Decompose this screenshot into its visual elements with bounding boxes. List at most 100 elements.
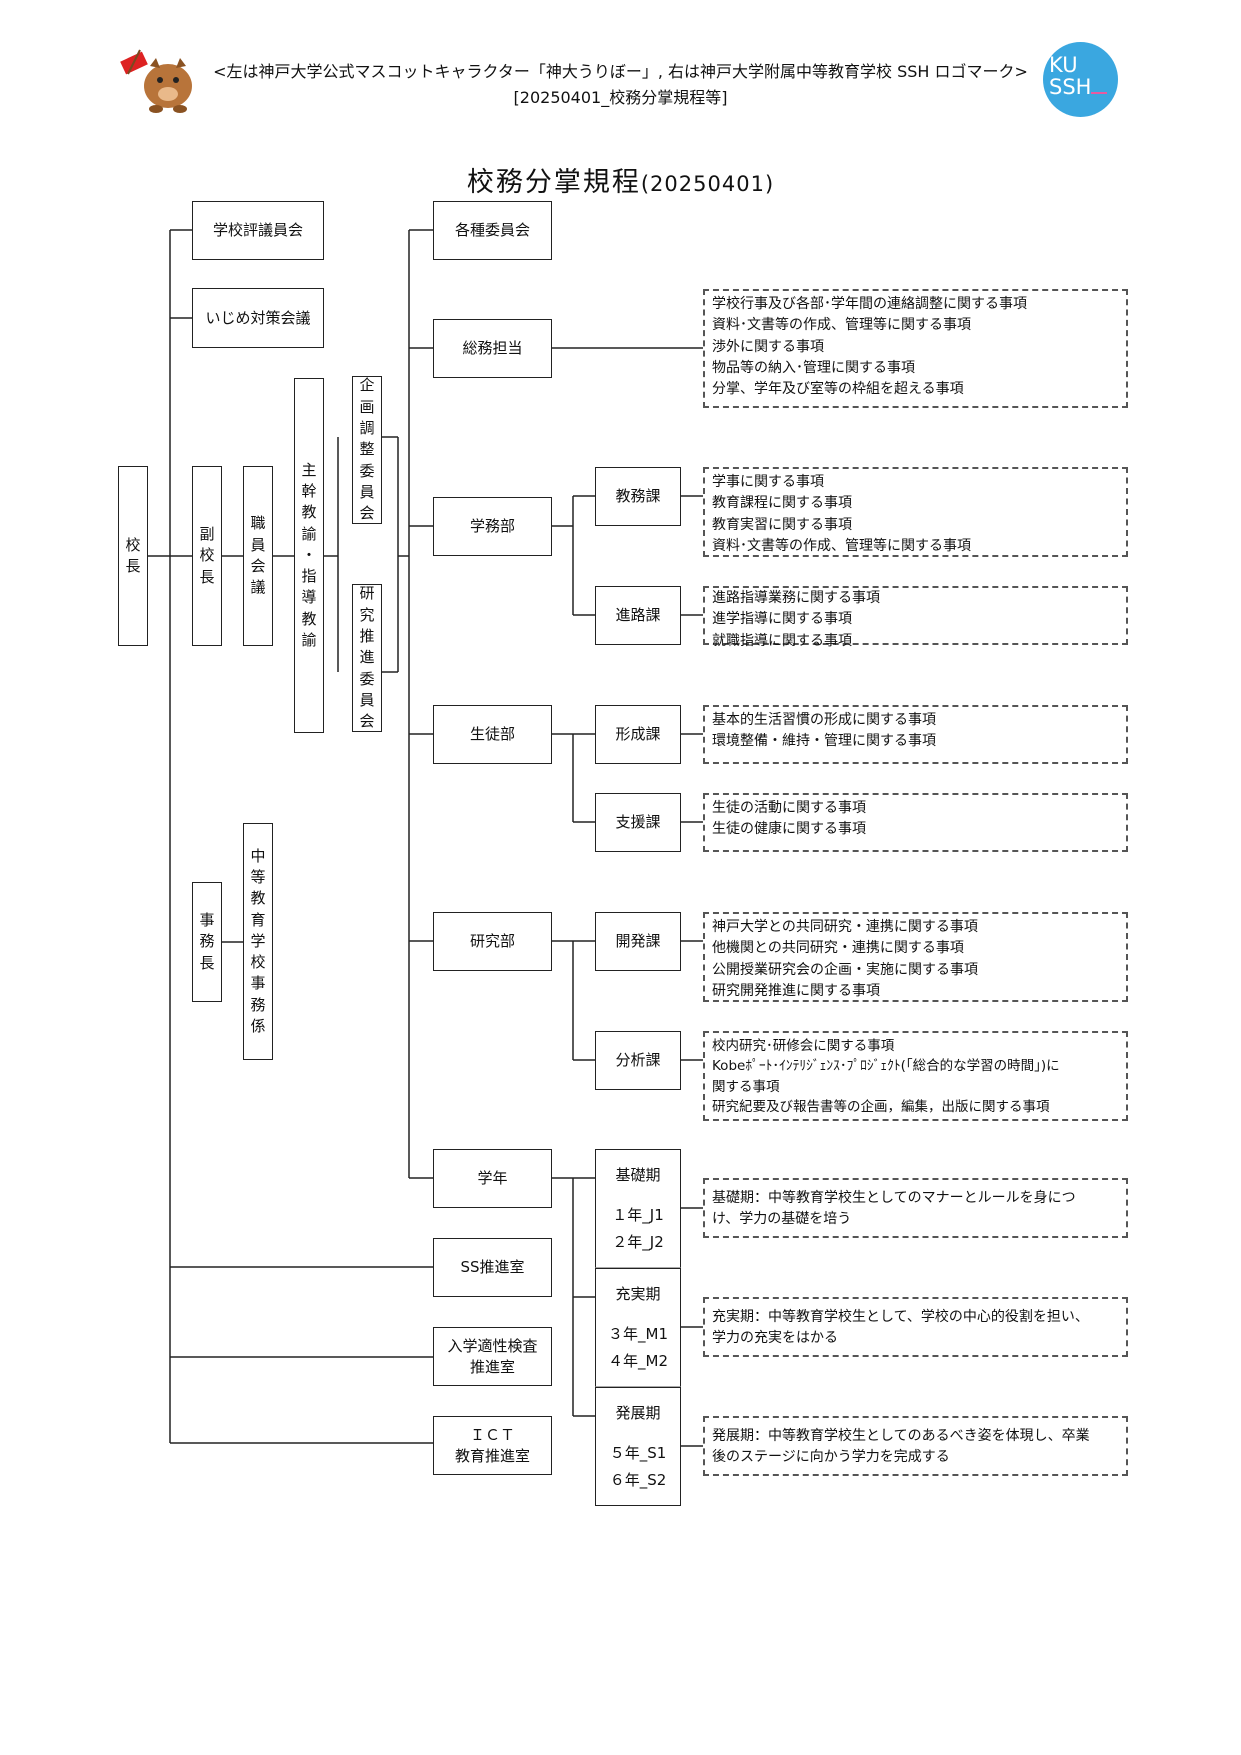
page-title: 校務分掌規程(20250401)	[466, 167, 775, 198]
section-kyomu: 教務課	[595, 467, 681, 526]
duty-line: 後のステージに向かう学力を完成する	[712, 1449, 950, 1466]
vertical-char: 幹	[301, 481, 317, 500]
duty-line: 基本的生活習慣の形成に関する事項	[712, 712, 936, 728]
vertical-char: 副	[199, 525, 215, 544]
duty-line: 進学指導に関する事項	[712, 611, 852, 628]
vertical-char: ・	[301, 545, 317, 564]
duty-line: 学事に関する事項	[712, 474, 824, 490]
duty-line: 神戸大学との共同研究・連携に関する事項	[712, 919, 978, 935]
vertical-char: 事	[250, 974, 266, 993]
duty-line: 学校行事及び各部･学年間の連絡調整に関する事項	[712, 296, 1027, 312]
general-affairs-box: 総務担当	[433, 319, 552, 378]
stage-box-jujitsu: 充実期 ３年_M1 ４年_M2	[595, 1268, 681, 1387]
vertical-char: 学	[250, 931, 266, 950]
duty-line: 進路指導業務に関する事項	[712, 590, 880, 606]
section-bunseki: 分析課	[595, 1031, 681, 1090]
vertical-char: 員	[250, 535, 266, 554]
duties-kyomu: 学事に関する事項教育課程に関する事項教育実習に関する事項資料･文書等の作成、管理…	[703, 467, 1128, 557]
staff-meeting-box: 職員会議	[243, 466, 273, 646]
duty-line: 教育課程に関する事項	[712, 495, 852, 512]
vertical-char: 教	[301, 609, 317, 628]
duty-line: 教育実習に関する事項	[712, 516, 852, 533]
duty-line: 校内研究･研修会に関する事項	[712, 1038, 895, 1054]
vertical-char: 委	[359, 669, 375, 688]
stage-box-kiso: 基礎期 １年_J1 ２年_J2	[595, 1149, 681, 1268]
vertical-char: 中	[250, 846, 266, 865]
section-shinro: 進路課	[595, 586, 681, 645]
duty-line: 生徒の健康に関する事項	[712, 821, 866, 838]
duties-shien: 生徒の活動に関する事項生徒の健康に関する事項	[703, 793, 1128, 852]
student-dept-box: 生徒部	[433, 705, 552, 764]
duty-line: 学力の充実をはかる	[712, 1330, 838, 1347]
chief-teachers-box: 主幹教諭・指導教諭	[294, 378, 324, 733]
duty-line: 環境整備・維持・管理に関する事項	[712, 733, 936, 750]
duty-line: Kobeﾎﾟｰﾄ･ｲﾝﾃﾘｼﾞｪﾝｽ･ﾌﾟﾛｼﾞｪｸﾄ(「総合的な学習の時間」)…	[712, 1058, 1060, 1075]
vertical-char: 委	[359, 461, 375, 480]
vertical-char: 教	[301, 503, 317, 522]
vertical-char: 諭	[301, 631, 317, 650]
duty-line: 研究紀要及び報告書等の企画，編集，出版に関する事項	[712, 1098, 1050, 1115]
duty-line: 資料･文書等の作成、管理等に関する事項	[712, 537, 971, 554]
duties-keisei: 基本的生活習慣の形成に関する事項環境整備・維持・管理に関する事項	[703, 705, 1128, 764]
grade-box: 学年	[433, 1149, 552, 1208]
duties-general-affairs: 学校行事及び各部･学年間の連絡調整に関する事項資料･文書等の作成、管理等に関する…	[703, 289, 1128, 408]
vertical-char: 企	[359, 376, 375, 395]
duties-shinro: 進路指導業務に関する事項進学指導に関する事項就職指導に関する事項	[703, 586, 1128, 649]
vertical-char: 調	[359, 419, 375, 438]
vertical-char: 職	[250, 514, 266, 533]
duty-line: け、学力の基礎を培う	[712, 1211, 852, 1228]
vertical-char: 画	[359, 397, 375, 416]
duty-line: 物品等の納入･管理に関する事項	[712, 359, 915, 376]
vertical-char: 導	[301, 588, 317, 607]
vertical-char: 会	[359, 504, 375, 523]
duty-line: 分掌、学年及び室等の枠組を超える事項	[712, 381, 964, 398]
duties-kaihatsu: 神戸大学との共同研究・連携に関する事項他機関との共同研究・連携に関する事項公開授…	[703, 912, 1128, 1002]
duty-line: 充実期：中等教育学校生として、学校の中心的役割を担い、	[712, 1309, 1089, 1325]
mascot-icon	[118, 44, 198, 114]
ss-office-box: SS推進室	[433, 1238, 552, 1297]
vertical-char: 事	[199, 911, 215, 930]
vertical-char: 長	[199, 953, 215, 972]
stage-box-hatten: 発展期 ５年_S1 ６年_S2	[595, 1387, 681, 1506]
vertical-char: 員	[359, 482, 375, 501]
office-chief-box: 事務長	[192, 882, 222, 1002]
vertical-char: 議	[250, 578, 266, 597]
principal-box: 校長	[118, 466, 148, 646]
vertical-char: 指	[301, 567, 317, 586]
research-dept-box: 研究部	[433, 912, 552, 971]
duties-bunseki: 校内研究･研修会に関する事項 Kobeﾎﾟｰﾄ･ｲﾝﾃﾘｼﾞｪﾝｽ･ﾌﾟﾛｼﾞｪｸ…	[703, 1031, 1128, 1121]
duty-line: 資料･文書等の作成、管理等に関する事項	[712, 317, 971, 334]
research-committee-box: 研究推進委員会	[352, 584, 382, 732]
vertical-char: 校	[199, 546, 215, 565]
stage-desc-kiso: 基礎期：中等教育学校生としてのマナーとルールを身につけ、学力の基礎を培う	[703, 1178, 1128, 1238]
duty-line: 生徒の活動に関する事項	[712, 800, 866, 816]
vertical-char: 主	[301, 460, 317, 479]
duty-line: 関する事項	[712, 1078, 780, 1095]
bullying-committee-box: いじめ対策会議	[192, 288, 324, 348]
stage-desc-hatten: 発展期：中等教育学校生としてのあるべき姿を体現し、卒業後のステージに向かう学力を…	[703, 1416, 1128, 1476]
vertical-char: 等	[250, 867, 266, 886]
duty-line: 他機関との共同研究・連携に関する事項	[712, 940, 964, 957]
vertical-char: 係	[250, 1017, 266, 1036]
school-council-box: 学校評議員会	[192, 201, 324, 260]
header-caption: <左は神戸大学公式マスコットキャラクター「神大うりぼー」, 右は神戸大学附属中等…	[213, 62, 1028, 81]
vertical-char: 務	[199, 932, 215, 951]
section-kaihatsu: 開発課	[595, 912, 681, 971]
admission-office-box: 入学適性検査推進室	[433, 1327, 552, 1386]
section-shien: 支援課	[595, 793, 681, 852]
vertical-char: 会	[359, 712, 375, 731]
vertical-char: 校	[125, 535, 141, 554]
duty-line: 基礎期：中等教育学校生としてのマナーとルールを身につ	[712, 1190, 1076, 1206]
vertical-char: 究	[359, 605, 375, 624]
vertical-char: 会	[250, 557, 266, 575]
vertical-char: 諭	[301, 524, 317, 543]
duty-line: 就職指導に関する事項	[712, 632, 852, 649]
academic-dept-box: 学務部	[433, 497, 552, 556]
vertical-char: 長	[125, 557, 141, 575]
duty-line: 研究開発推進に関する事項	[712, 982, 880, 999]
vice-principal-box: 副校長	[192, 466, 222, 646]
committees-box: 各種委員会	[433, 201, 552, 260]
planning-committee-box: 企画調整委員会	[352, 376, 382, 524]
